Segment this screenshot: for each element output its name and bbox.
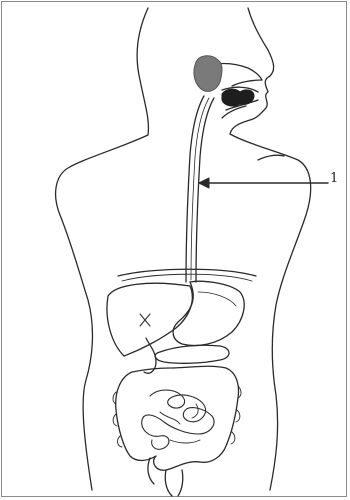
stomach-inner bbox=[198, 292, 236, 306]
duodenum bbox=[144, 338, 156, 373]
tongue-glands bbox=[222, 89, 254, 106]
shoulder-detail bbox=[258, 155, 284, 160]
esophagus-left-wall bbox=[186, 96, 204, 282]
esophagus-right-wall bbox=[196, 98, 214, 282]
small-intestine bbox=[142, 390, 214, 449]
body-outline bbox=[56, 8, 149, 490]
diaphragm bbox=[118, 269, 256, 276]
rectum bbox=[165, 470, 183, 496]
body-outline-right bbox=[230, 8, 311, 490]
salivary-gland bbox=[194, 56, 222, 92]
label-1: 1 bbox=[330, 172, 338, 185]
colon-haustra-right bbox=[231, 386, 241, 444]
diaphragm-inner bbox=[122, 274, 252, 281]
label-arrowhead bbox=[199, 178, 209, 188]
pancreas bbox=[155, 345, 229, 363]
stomach bbox=[173, 281, 244, 345]
gallbladder bbox=[140, 314, 150, 326]
large-intestine bbox=[116, 366, 239, 470]
